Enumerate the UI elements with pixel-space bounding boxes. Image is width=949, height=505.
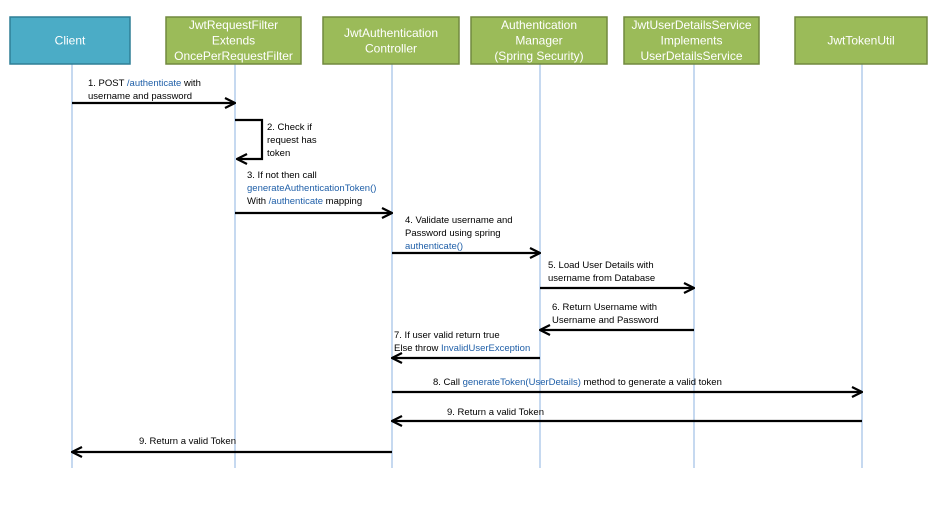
message-label: authenticate() bbox=[405, 241, 463, 252]
participant-label: Manager bbox=[515, 34, 562, 48]
message-label: Password using spring bbox=[405, 228, 501, 239]
message-label: Username and Password bbox=[552, 315, 659, 326]
message-label: 6. Return Username with bbox=[552, 302, 657, 313]
participant-jwt-user-details-service: JwtUserDetailsServiceImplementsUserDetai… bbox=[623, 16, 760, 65]
participant-label: JwtTokenUtil bbox=[827, 34, 894, 48]
message-m2: 2. Check if request has token bbox=[235, 118, 317, 159]
participant-label: JwtUserDetailsService bbox=[631, 18, 751, 32]
message-m9b: 9. Return a valid Token bbox=[72, 436, 392, 452]
message-label: 4. Validate username and bbox=[405, 215, 513, 226]
message-label: 7. If user valid return true bbox=[394, 330, 500, 341]
participant-label: JwtRequestFilter bbox=[189, 18, 278, 32]
participant-label: JwtAuthentication bbox=[344, 26, 438, 40]
message-label: token bbox=[267, 148, 290, 159]
message-label: With /authenticate mapping bbox=[247, 196, 362, 207]
message-arrow bbox=[235, 118, 264, 159]
participant-label: Authentication bbox=[501, 18, 577, 32]
message-label: username from Database bbox=[548, 273, 655, 284]
message-label: Else throw InvalidUserException bbox=[394, 343, 530, 354]
message-label: request has bbox=[267, 135, 317, 146]
participant-box bbox=[623, 16, 760, 65]
message-label: username and password bbox=[88, 91, 192, 102]
message-label: 5. Load User Details with bbox=[548, 260, 654, 271]
participant-jwt-request-filter: JwtRequestFilterExtendsOncePerRequestFil… bbox=[165, 16, 302, 65]
participant-label: Extends bbox=[212, 34, 255, 48]
message-m1: 1. POST /authenticate with username and p… bbox=[72, 78, 235, 103]
message-label: 9. Return a valid Token bbox=[139, 436, 236, 447]
participant-box bbox=[165, 16, 302, 65]
participant-label: UserDetailsService bbox=[640, 49, 742, 63]
participant-box bbox=[794, 16, 928, 65]
participant-box bbox=[322, 16, 460, 65]
message-m9a: 9. Return a valid Token bbox=[392, 407, 862, 421]
message-m8: 8. Call generateToken(UserDetails) metho… bbox=[392, 377, 862, 392]
participant-label: Controller bbox=[365, 41, 417, 55]
message-label: generateAuthenticationToken() bbox=[247, 183, 376, 194]
participant-box bbox=[470, 16, 608, 65]
message-label: 8. Call generateToken(UserDetails) metho… bbox=[433, 377, 722, 388]
participant-label: (Spring Security) bbox=[494, 49, 583, 63]
message-m3: 3. If not then call generateAuthenticatio… bbox=[235, 170, 392, 213]
participant-label: Implements bbox=[660, 34, 722, 48]
participant-client: Client bbox=[9, 16, 131, 65]
message-label: 2. Check if bbox=[267, 122, 312, 133]
participant-label: Client bbox=[55, 34, 86, 48]
message-label: 3. If not then call bbox=[247, 170, 317, 181]
message-m5: 5. Load User Details with username from D… bbox=[540, 260, 694, 288]
participant-jwt-token-util: JwtTokenUtil bbox=[794, 16, 928, 65]
message-label: 9. Return a valid Token bbox=[447, 407, 544, 418]
participant-label: OncePerRequestFilter bbox=[174, 49, 293, 63]
participant-box bbox=[9, 16, 131, 65]
message-label: 1. POST /authenticate with bbox=[88, 78, 201, 89]
